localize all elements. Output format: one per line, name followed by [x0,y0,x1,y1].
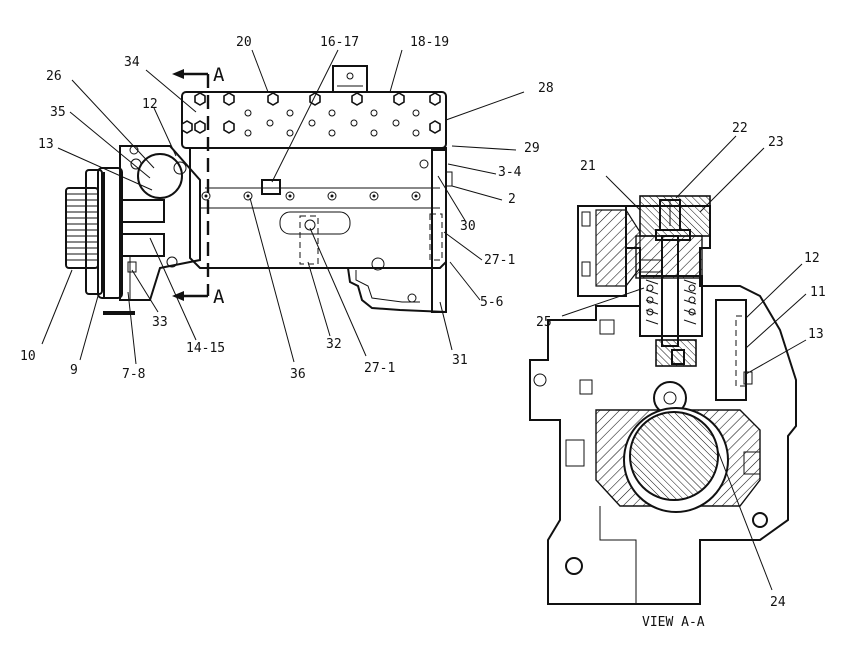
plunger-spring [645,279,697,325]
label-26: 26 [46,69,62,84]
governor-housing [137,153,183,199]
mount-hole-right [752,512,768,528]
manifold-bolts [201,191,421,201]
label-3-4: 3-4 [498,165,522,180]
label-13-right: 13 [808,327,824,342]
section-view-a-a [529,195,797,605]
rear-cover [431,149,447,313]
electrical-connector [332,65,368,93]
drive-gear [65,187,99,269]
label-27-1-bottom: 27-1 [364,361,395,376]
mount-hole-left [565,557,583,575]
leader-lines [41,49,807,591]
pump-side-view: A A [65,64,453,315]
label-10: 10 [20,349,36,364]
label-32: 32 [326,337,342,352]
label-25: 25 [536,315,552,330]
label-18-19: 18-19 [410,35,449,50]
label-5-6: 5-6 [480,295,503,310]
section-marker-bottom: A [213,286,225,308]
label-7-8: 7-8 [122,367,145,382]
label-13-left: 13 [38,137,54,152]
head-holes [244,109,420,137]
camshaft [629,411,719,501]
side-cover [715,299,747,401]
label-35: 35 [50,105,66,120]
label-34: 34 [124,55,140,70]
section-marker-top: A [213,64,225,86]
label-36: 36 [290,367,306,382]
label-16-17: 16-17 [320,35,359,50]
front-flange [119,145,201,301]
drain-plug [371,257,385,271]
label-22: 22 [732,121,748,136]
label-12-right: 12 [804,251,820,266]
label-23: 23 [768,135,784,150]
label-33: 33 [152,315,168,330]
label-2: 2 [508,192,516,207]
label-24: 24 [770,595,786,610]
label-29: 29 [524,141,540,156]
label-9: 9 [70,363,78,378]
label-21: 21 [580,159,596,174]
label-14-15: 14-15 [186,341,225,356]
label-30: 30 [460,219,476,234]
center-port [279,211,351,235]
label-20: 20 [236,35,252,50]
callout-labels: 20 16-17 18-19 34 26 28 35 12 13 29 3-4 … [20,35,826,630]
speed-sensor [261,179,281,195]
label-11: 11 [810,285,826,300]
pump-housing [189,147,447,269]
view-caption: VIEW A-A [642,615,705,630]
head-bolts [181,92,441,134]
label-12-left: 12 [142,97,158,112]
label-28: 28 [538,81,554,96]
label-31: 31 [452,353,468,368]
tappet [655,339,697,367]
label-27-1-right: 27-1 [484,253,515,268]
